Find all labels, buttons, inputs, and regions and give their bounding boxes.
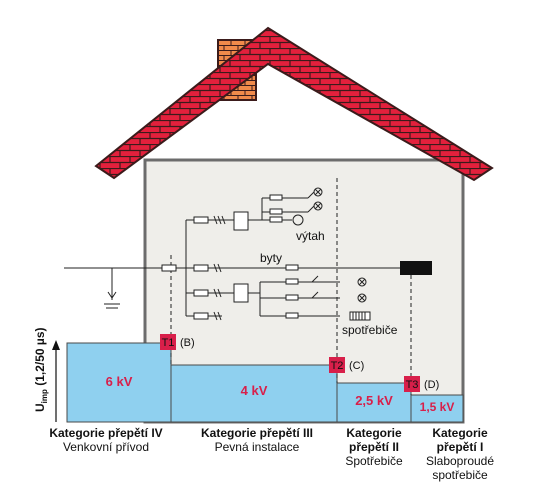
zone-i (410, 394, 464, 423)
category-i-title: Kategorie přepětí I (432, 426, 488, 454)
voltage-zones (66, 342, 464, 423)
tag-t1-suffix: (B) (180, 337, 195, 349)
terminal-box (400, 261, 432, 275)
zone-ii (336, 382, 412, 423)
label-elevator: výtah (296, 229, 325, 243)
axis-label: Uimp (1,2/50 µs) (33, 327, 49, 412)
tag-t1-label: T1 (162, 337, 175, 349)
voltage-iv: 6 kV (106, 374, 133, 389)
category-ii: Kategorie přepětí II Spotřebiče (334, 426, 414, 468)
category-i-subtitle: Slaboproudé (425, 454, 495, 468)
category-iii-subtitle: Pevná instalace (214, 440, 300, 454)
voltage-ii: 2,5 kV (355, 393, 393, 408)
category-iii-title: Kategorie přepětí III (200, 426, 314, 440)
zone-iii (170, 364, 338, 423)
category-i: Kategorie přepětí I Slaboproudé spotřebi… (414, 426, 506, 482)
category-ii-subtitle: Spotřebiče (345, 454, 403, 468)
voltage-iii: 4 kV (241, 383, 268, 398)
tag-t1 (160, 334, 176, 350)
category-iii: Kategorie přepětí III Pevná instalace (182, 426, 332, 454)
roof (94, 26, 494, 182)
label-flats: byty (260, 251, 282, 265)
category-ii-title: Kategorie přepětí II (346, 426, 402, 454)
tag-t3 (404, 376, 420, 392)
wiring-schematic (64, 187, 400, 321)
category-iv-title: Kategorie přepětí IV (49, 426, 163, 440)
tag-t3-suffix: (D) (424, 379, 439, 391)
axis-arrowhead (52, 340, 60, 350)
label-appliances: spotřebiče (342, 323, 398, 337)
voltage-i: 1,5 kV (420, 400, 455, 414)
category-iv: Kategorie přepětí IV Venkovní přívod (28, 426, 184, 454)
category-iv-subtitle: Venkovní přívod (62, 440, 150, 454)
zone-iv (66, 342, 172, 423)
tag-t2-suffix: (C) (349, 360, 364, 372)
tag-t2 (329, 357, 345, 373)
tag-t3-label: T3 (406, 379, 419, 391)
tag-t2-label: T2 (331, 360, 344, 372)
category-i-subtitle2: spotřebiče (432, 468, 488, 482)
